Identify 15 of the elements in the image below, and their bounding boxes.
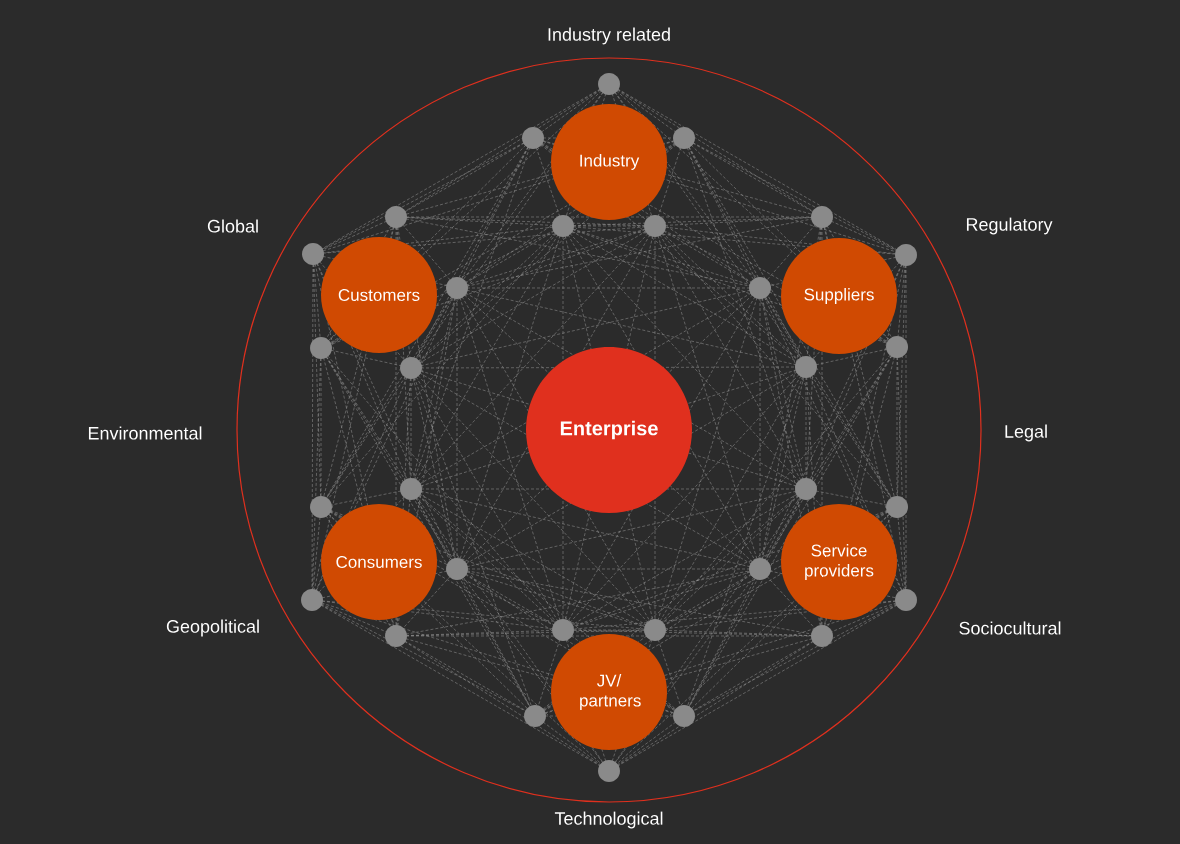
circle-node: Industry — [551, 104, 667, 220]
circle-node: Customers — [321, 237, 437, 353]
factor-label: Legal — [1005, 424, 1047, 442]
factor-label: Technological — [554, 811, 663, 829]
factor-label: Regulatory — [966, 217, 1053, 235]
factor-label: Sociocultural — [959, 621, 1061, 635]
factor-label: Environmental — [88, 426, 202, 440]
factor-label: Industry related — [548, 27, 670, 45]
circle-node: Enterprise — [526, 347, 692, 513]
circle-node: JV/ partners — [551, 634, 667, 750]
circle-node: Service providers — [781, 504, 897, 620]
factor-label: Global — [207, 219, 258, 233]
factor-label: Geopolitical — [166, 619, 259, 637]
circle-node: Consumers — [321, 504, 437, 620]
circle-node: Suppliers — [781, 238, 897, 354]
